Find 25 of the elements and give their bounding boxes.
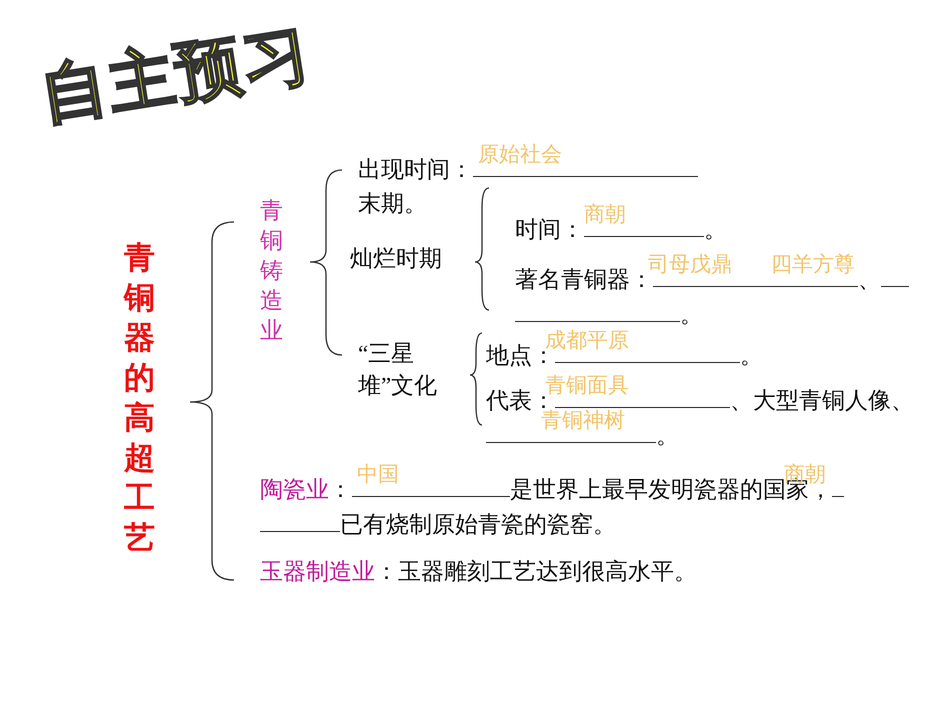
category-text: 陶瓷业 <box>260 477 329 502</box>
answer-text: 司母戊鼎 <box>648 252 732 276</box>
answer-text: 中国 <box>357 462 399 486</box>
title-wordart: 自主预习 <box>34 14 318 136</box>
topic-text: “三星堆”文化 <box>358 341 438 398</box>
question-text: 已有烧制原始青瓷的瓷窑。 <box>340 512 616 537</box>
question-text: 。 <box>740 343 763 368</box>
question-text: 时间： <box>515 217 584 242</box>
question-text: 、 <box>858 267 881 292</box>
question-text: ：玉器雕刻工艺达到很高水平。 <box>375 559 697 584</box>
answer-text: 青铜神树 <box>541 408 625 432</box>
question-text: 。 <box>704 217 727 242</box>
question-text: 。 <box>680 302 703 327</box>
question-text: ： <box>329 477 352 502</box>
answer-text: 原始社会 <box>478 142 562 166</box>
answer-text: 商朝 <box>584 202 626 226</box>
question-text: 末期。 <box>358 191 427 216</box>
question-text: 灿烂时期 <box>350 246 442 271</box>
vertical-label: 青铜铸造业 <box>260 198 283 344</box>
vertical-heading: 青铜器的高超工艺 <box>124 240 155 555</box>
question-text: 。 <box>656 423 679 448</box>
category-text: 玉器制造业 <box>260 559 375 584</box>
answer-text: 四羊方尊 <box>771 252 855 276</box>
question-text: 、大型青铜人像、 <box>730 388 914 413</box>
question-text: 出现时间： <box>358 157 473 182</box>
